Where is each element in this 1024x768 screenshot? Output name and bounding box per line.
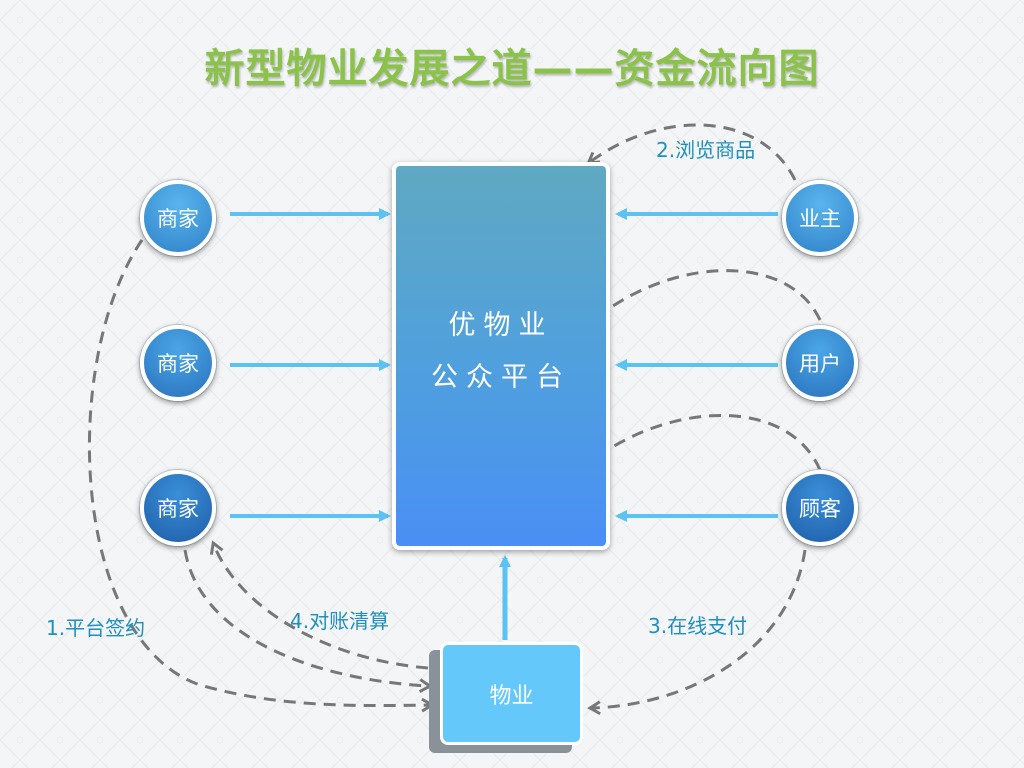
dashed-customer-browse (595, 413, 822, 471)
platform-label-line2: 公众平台 (431, 362, 571, 393)
step3-label: 3.在线支付 (648, 614, 748, 638)
platform-label: 优物业 公众平台 (392, 300, 610, 404)
merchant-node-2: 商家 (140, 325, 216, 401)
merchant-node-3: 商家 (140, 470, 216, 546)
customer-node: 顾客 (782, 470, 858, 546)
owner-node: 业主 (782, 180, 858, 256)
dashed-payment (587, 549, 807, 716)
dashed-signing (87, 239, 435, 713)
dashed-owner-browse (586, 123, 797, 181)
user-node: 用户 (782, 325, 858, 401)
dashed-reconciliation (209, 540, 429, 670)
platform-label-line1: 优物业 (448, 310, 554, 341)
step1-label: 1.平台签约 (46, 616, 146, 640)
diagram-title: 新型物业发展之道——资金流向图 (204, 46, 820, 92)
property-box: 物业 (440, 642, 583, 745)
merchant-node-1: 商家 (140, 180, 216, 256)
platform-box (392, 162, 610, 550)
step4-label: 4.对账清算 (290, 609, 390, 633)
step2-label: 2.浏览商品 (656, 138, 756, 162)
dashed-user-browse (596, 269, 822, 321)
